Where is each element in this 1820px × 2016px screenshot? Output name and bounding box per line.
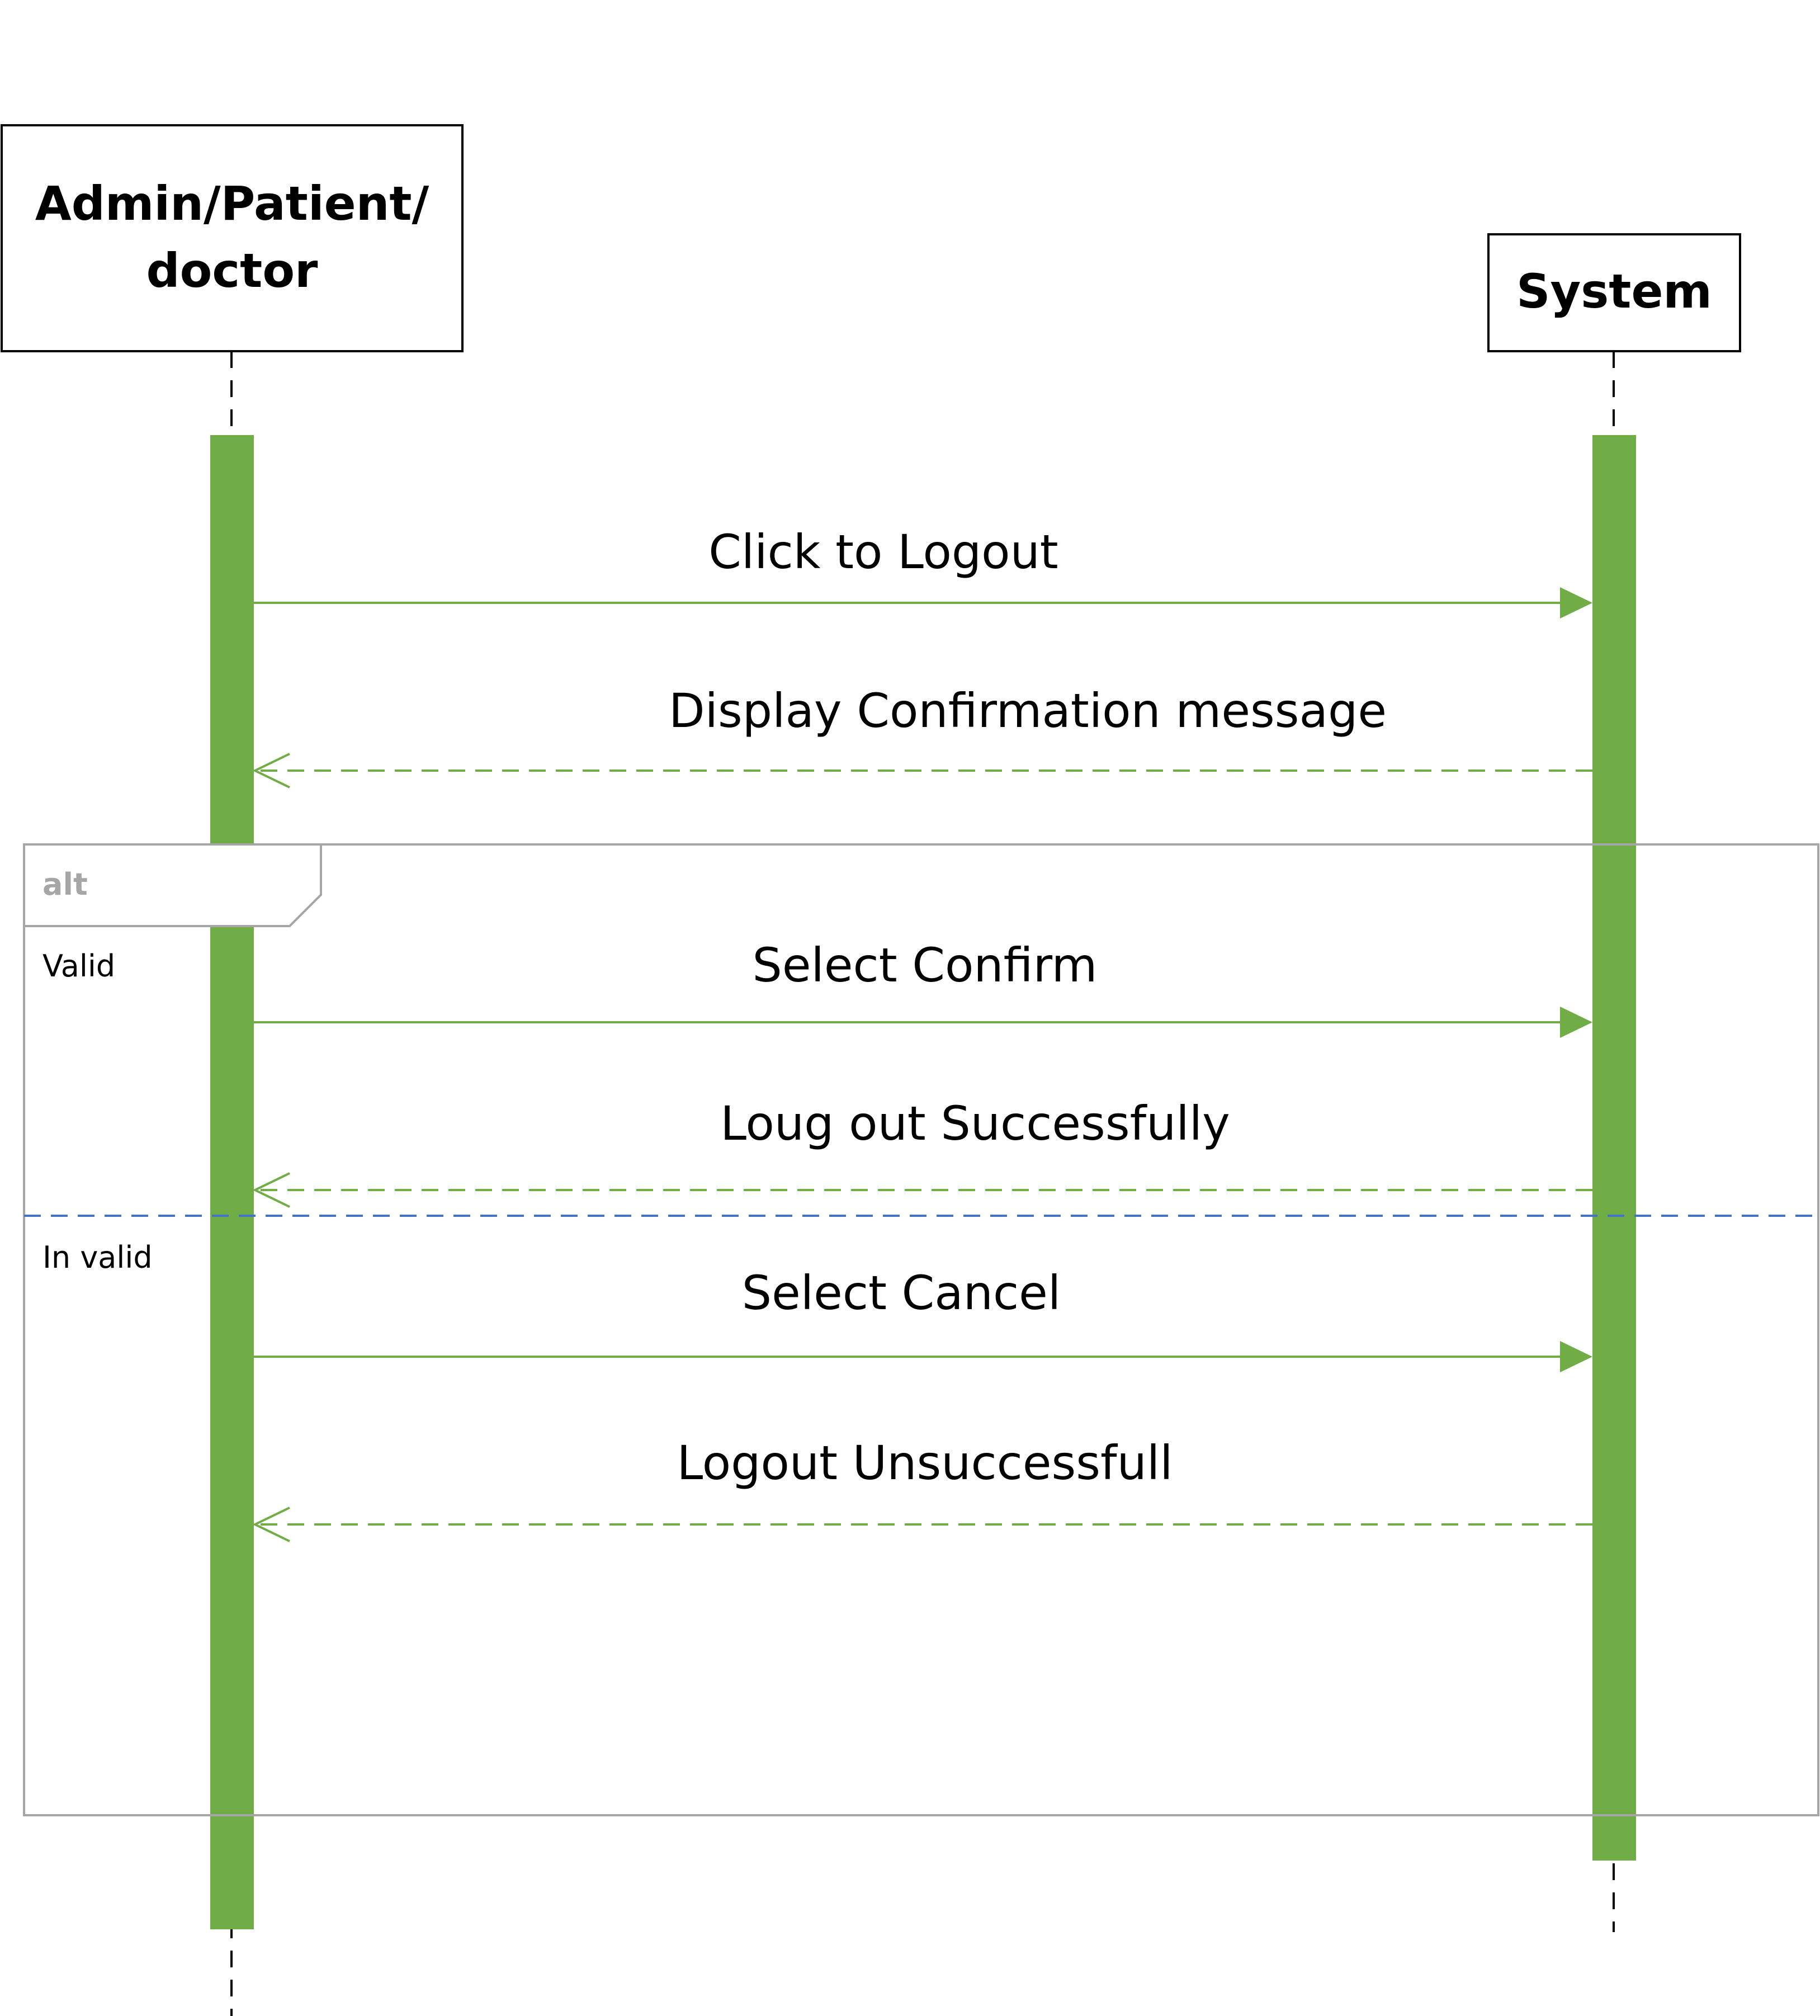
arrowhead-icon [1560, 1007, 1592, 1038]
message-label: Loug out Successfully [720, 1096, 1230, 1151]
message-label: Click to Logout [708, 525, 1058, 579]
open-arrowhead-icon [252, 1172, 290, 1208]
guard-valid: Valid [42, 948, 115, 984]
message-select-confirm[interactable]: Select Confirm [215, 938, 1592, 1038]
message-label: Display Confirmation message [669, 683, 1387, 738]
actor-participant-box [1, 124, 464, 352]
message-label: Logout Unsuccessfull [677, 1436, 1173, 1490]
message-label: Select Cancel [742, 1266, 1061, 1320]
system-participant-box [1487, 233, 1741, 352]
arrowhead-icon [1560, 1341, 1592, 1372]
actor-participant[interactable]: Admin/Patient/ doctor [1, 124, 464, 352]
message-click-to-logout[interactable]: Click to Logout [254, 525, 1592, 619]
message-logout-unsuccessful[interactable]: Logout Unsuccessfull [252, 1436, 1592, 1542]
alt-operator-tag [23, 843, 322, 927]
message-logout-successfully[interactable]: Loug out Successfully [252, 1096, 1592, 1208]
message-label: Select Confirm [753, 938, 1098, 993]
alt-fragment-frame [23, 843, 1819, 1816]
system-participant[interactable]: System [1487, 233, 1741, 352]
open-arrowhead-icon [252, 753, 290, 789]
alt-operator-label: alt [42, 867, 88, 902]
alt-fragment: alt Valid In valid [23, 843, 1819, 1816]
system-activation-bar [1592, 435, 1636, 1861]
actor-name-line-1: Admin/Patient/ [35, 176, 429, 231]
arrowhead-icon [1560, 587, 1592, 619]
open-arrowhead-icon [252, 1507, 290, 1542]
actor-activation-bar [210, 435, 254, 1929]
system-name: System [1516, 264, 1712, 319]
message-display-confirmation[interactable]: Display Confirmation message [252, 683, 1592, 789]
message-select-cancel[interactable]: Select Cancel [231, 1266, 1592, 1372]
actor-name-line-2: doctor [146, 243, 318, 298]
guard-invalid: In valid [42, 1240, 153, 1275]
